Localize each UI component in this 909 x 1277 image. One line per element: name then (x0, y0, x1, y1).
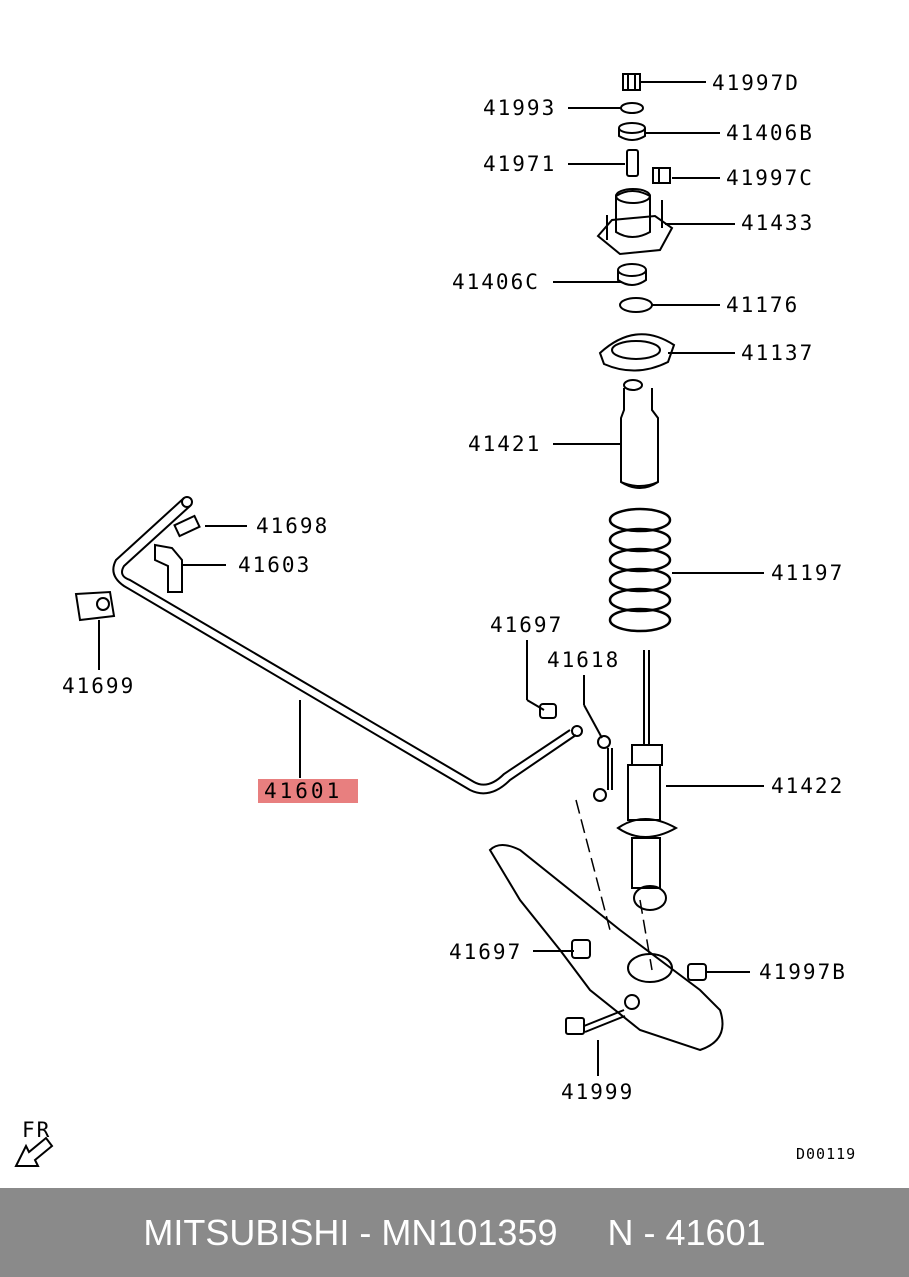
drawing-code: D00119 (796, 1145, 857, 1163)
bolt-41999 (565, 1009, 626, 1035)
mount-41433 (596, 188, 674, 256)
shock-absorber-41422 (616, 650, 679, 911)
callout-41997D: 41997D (712, 71, 800, 95)
leader-lines (98, 81, 764, 1076)
bushing-41406B (618, 122, 646, 141)
callout-41993: 41993 (483, 96, 557, 120)
nut-41697-lower (571, 939, 591, 959)
callout-41421: 41421 (468, 432, 542, 456)
callout-41422: 41422 (771, 774, 845, 798)
callout-41433: 41433 (741, 211, 815, 235)
callout-41999: 41999 (561, 1080, 635, 1104)
washer-41993 (620, 102, 644, 114)
callout-41618: 41618 (547, 648, 621, 672)
nut-41697-upper (539, 703, 557, 719)
callout-41406C: 41406C (452, 270, 540, 294)
bolt-41698 (173, 514, 201, 538)
bushing-41406C (617, 263, 647, 286)
callout-41997C: 41997C (726, 166, 814, 190)
callout-41137: 41137 (741, 341, 815, 365)
callout-41698: 41698 (256, 514, 330, 538)
stabilizer-bar-41601 (112, 496, 583, 795)
dashed-guides (575, 799, 653, 971)
callout-41697-lower: 41697 (449, 940, 523, 964)
callout-41603: 41603 (238, 553, 312, 577)
washer-41176 (619, 297, 653, 313)
bushing-41699 (74, 590, 116, 622)
collar-41971 (626, 149, 639, 177)
footer-part-number: MITSUBISHI - MN101359 N - 41601 (143, 1211, 766, 1253)
footer-bar: MITSUBISHI - MN101359 N - 41601 (0, 1188, 909, 1277)
callout-41601-highlighted: 41601 (258, 779, 359, 803)
link-41618 (593, 735, 613, 802)
callout-41697-upper: 41697 (490, 613, 564, 637)
arrow-down-left-icon (14, 1136, 54, 1167)
coil-spring-41197 (608, 507, 672, 633)
nut-41997C (652, 167, 671, 184)
bracket-41603 (154, 543, 183, 593)
callout-41997B: 41997B (759, 960, 847, 984)
bump-stop-41421 (620, 379, 659, 489)
spring-seat-41137 (598, 333, 676, 372)
nut-41997D (622, 73, 641, 91)
callout-41197: 41197 (771, 561, 845, 585)
nut-41997B (687, 963, 707, 981)
direction-label: FR (22, 1118, 52, 1142)
callout-41971: 41971 (483, 152, 557, 176)
exploded-suspension-diagram (14, 73, 764, 1167)
lower-arm (488, 844, 724, 1052)
callout-41406B: 41406B (726, 121, 814, 145)
callout-41176: 41176 (726, 293, 800, 317)
callout-41699: 41699 (62, 674, 136, 698)
